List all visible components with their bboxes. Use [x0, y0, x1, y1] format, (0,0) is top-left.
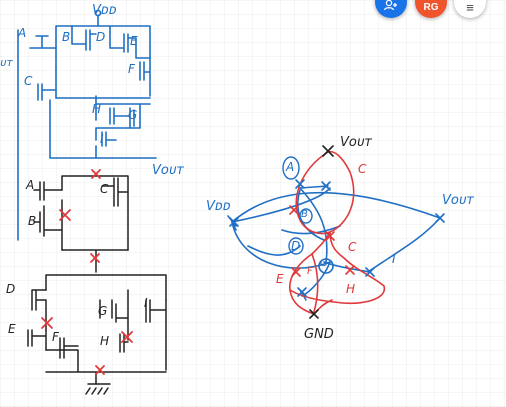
- label-vout-middle: Vᴏᴜᴛ: [152, 163, 184, 178]
- graph-labels: Vᴏᴜᴛ Vᴅᴅ Vᴏᴜᴛ GND: [206, 135, 474, 342]
- avatar-initials: RG: [423, 1, 439, 13]
- label-gnd: GND: [304, 327, 334, 342]
- hamburger-menu-icon: ≡: [466, 0, 474, 15]
- graph-circles: [282, 156, 313, 255]
- graph-x-marks: [229, 145, 445, 319]
- user-avatar-button[interactable]: RG: [415, 0, 447, 18]
- graph-blue-edges: [227, 185, 441, 301]
- graph-red-edges: [289, 150, 385, 315]
- menu-button[interactable]: ≡: [454, 0, 486, 18]
- lower-circuit-x-marks: [41, 169, 133, 375]
- label-vout-left: ᴜᴛ: [0, 56, 13, 69]
- lower-circuit: [27, 175, 167, 395]
- label-vdd-top: Vᴅᴅ: [92, 3, 117, 18]
- blue-circuit-labels: Vᴅᴅ Vᴏᴜᴛ ᴜᴛ: [0, 3, 184, 178]
- add-user-icon: [383, 0, 397, 11]
- label-vout-top: Vᴏᴜᴛ: [340, 135, 372, 150]
- share-button[interactable]: [375, 0, 407, 18]
- blue-circuit: [17, 9, 157, 241]
- label-vout-right: Vᴏᴜᴛ: [442, 193, 474, 208]
- label-vdd-graph: Vᴅᴅ: [206, 199, 231, 214]
